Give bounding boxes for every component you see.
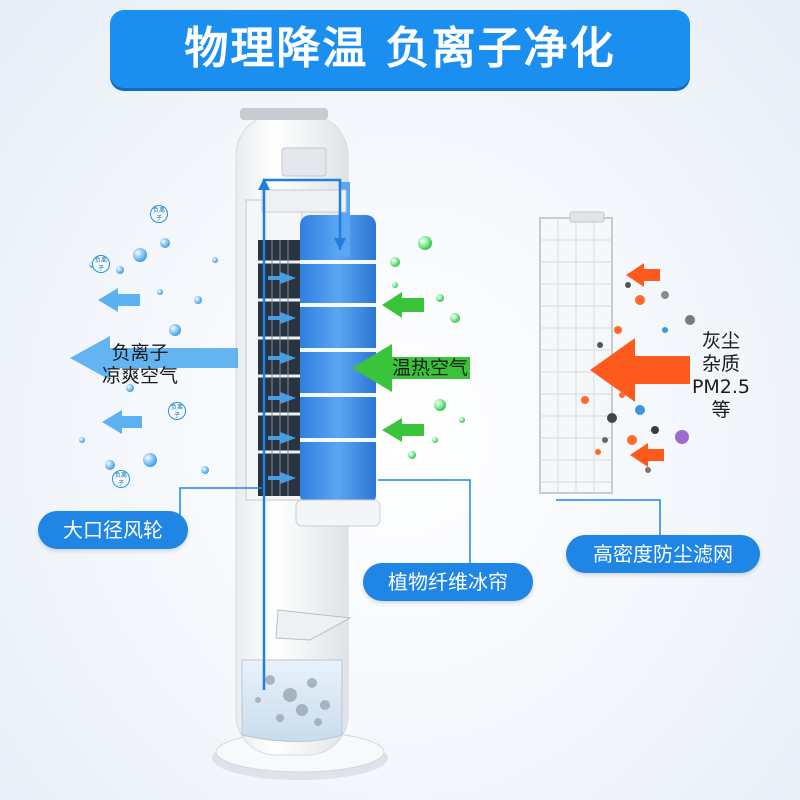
- warm-air-caption: 温热空气: [392, 357, 482, 380]
- ion-badge-icon: 负离子: [112, 470, 130, 488]
- cool-air-line1: 负离子: [111, 342, 169, 364]
- dust-line3: PM2.5: [691, 376, 751, 398]
- ion-badge-icon: 负离子: [92, 255, 110, 273]
- dust-particles: [581, 282, 695, 473]
- ice-curtain: [295, 182, 381, 527]
- fan-wheel-label: 大口径风轮: [38, 511, 188, 549]
- dust-filter-panel: [539, 211, 613, 494]
- title-banner: [110, 10, 690, 88]
- dust-arrows: [590, 263, 690, 467]
- dust-line2: 杂质: [701, 353, 740, 375]
- dust-filter-label: 高密度防尘滤网: [566, 535, 760, 573]
- dust-line1: 灰尘: [701, 330, 740, 352]
- cool-air-arrows: [70, 288, 238, 434]
- dust-line4: 等: [711, 399, 731, 421]
- cool-air-caption: 负离子 凉爽空气: [80, 342, 200, 388]
- warm-air-arrows: [352, 292, 470, 442]
- ion-badge-icon: 负离子: [168, 402, 186, 420]
- callout-lines: [179, 479, 661, 565]
- ice-curtain-label: 植物纤维冰帘: [363, 563, 533, 601]
- banner-title: 物理降温 负离子净化: [184, 23, 616, 74]
- dust-caption: 灰尘 杂质 PM2.5 等: [686, 330, 756, 422]
- ion-badge-icon: 负离子: [150, 205, 168, 223]
- warm-air-line1: 温热空气: [392, 357, 469, 379]
- cool-air-line2: 凉爽空气: [101, 365, 178, 387]
- water-flow-line: [262, 178, 342, 690]
